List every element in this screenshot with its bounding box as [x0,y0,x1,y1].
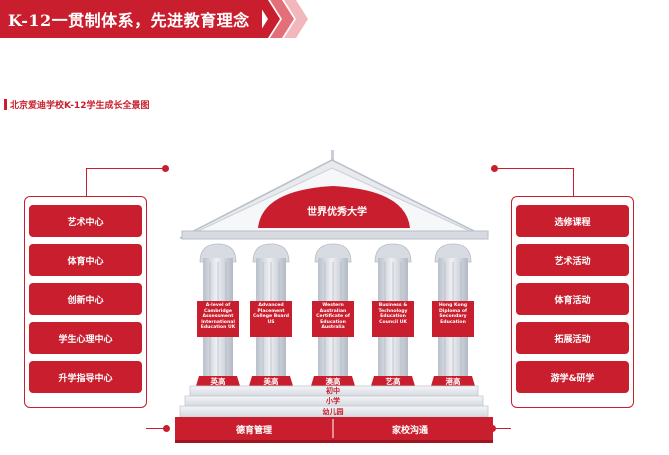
header-banner: K-12一贯制体系，先进教育理念 [0,0,262,38]
column-base-4 [371,376,415,386]
left-panel-item: 创新中心 [29,283,142,315]
step-label-primary-school: 小学 [326,397,340,405]
foundation-block [175,417,493,440]
column-4-text: Business & Technology Education Council … [378,303,408,325]
column-base-5 [431,376,475,386]
column-1-base-label: 英高 [210,377,226,386]
column-2-text: Advanced Placement College Board US [252,303,290,325]
foundation-left-label: 德育管理 [236,426,273,436]
column-5-text: Hong Kong Diploma of Secondary Education [438,303,468,325]
column-base-1 [196,376,240,386]
foundation-right-label: 家校沟通 [392,426,429,436]
column-2-base-label: 美高 [263,377,279,386]
left-connector-dot [162,165,169,172]
subtitle-marker [4,99,7,110]
column-4-base-label: 艺高 [385,377,401,386]
left-bottom-dot [163,425,170,432]
right-connector-vertical [573,168,574,196]
column-2 [250,243,292,376]
left-panel-item: 体育中心 [29,244,142,276]
right-connector-dot [491,165,498,172]
left-connector-horizontal [86,168,164,169]
dome [258,186,410,228]
right-bottom-connector [492,428,511,429]
left-panel-item: 升学指导中心 [29,361,142,393]
step-label-middle-school: 初中 [326,387,340,395]
diagram-subtitle: 北京爱迪学校K-12学生成长全景图 [10,101,150,111]
right-panel: 选修课程 艺术活动 体育活动 拓展活动 游学&研学 [511,196,634,408]
right-panel-item: 艺术活动 [516,244,629,276]
column-1 [197,243,239,376]
entablature [181,230,489,240]
column-5-base-label: 港高 [445,377,461,386]
left-connector-vertical [86,168,87,196]
page-title: K-12一贯制体系，先进教育理念 [8,11,250,30]
column-5 [432,243,474,376]
roof-spire [331,150,334,164]
left-panel: 艺术中心 体育中心 创新中心 学生心理中心 升学指导中心 [24,196,147,408]
right-panel-item: 游学&研学 [516,361,629,393]
column-3-text: Western Australian Certificate of Educat… [316,303,350,331]
chevron-decoration-icon [256,0,308,38]
left-panel-item: 学生心理中心 [29,322,142,354]
step-label-kindergarten: 幼儿园 [322,408,344,416]
left-bottom-connector [146,428,166,429]
column-4 [372,243,414,376]
right-connector-horizontal [498,168,574,169]
left-panel-item: 艺术中心 [29,205,142,237]
right-panel-item: 拓展活动 [516,322,629,354]
column-base-3 [311,376,355,386]
column-3 [312,243,354,376]
dome-label: 世界优秀大学 [307,207,367,218]
right-panel-item: 体育活动 [516,283,629,315]
column-base-2 [249,376,293,386]
right-panel-item: 选修课程 [516,205,629,237]
column-3-base-label: 澳高 [325,377,341,386]
column-1-text: A-level of Cambridge Assessment Internat… [200,303,236,331]
